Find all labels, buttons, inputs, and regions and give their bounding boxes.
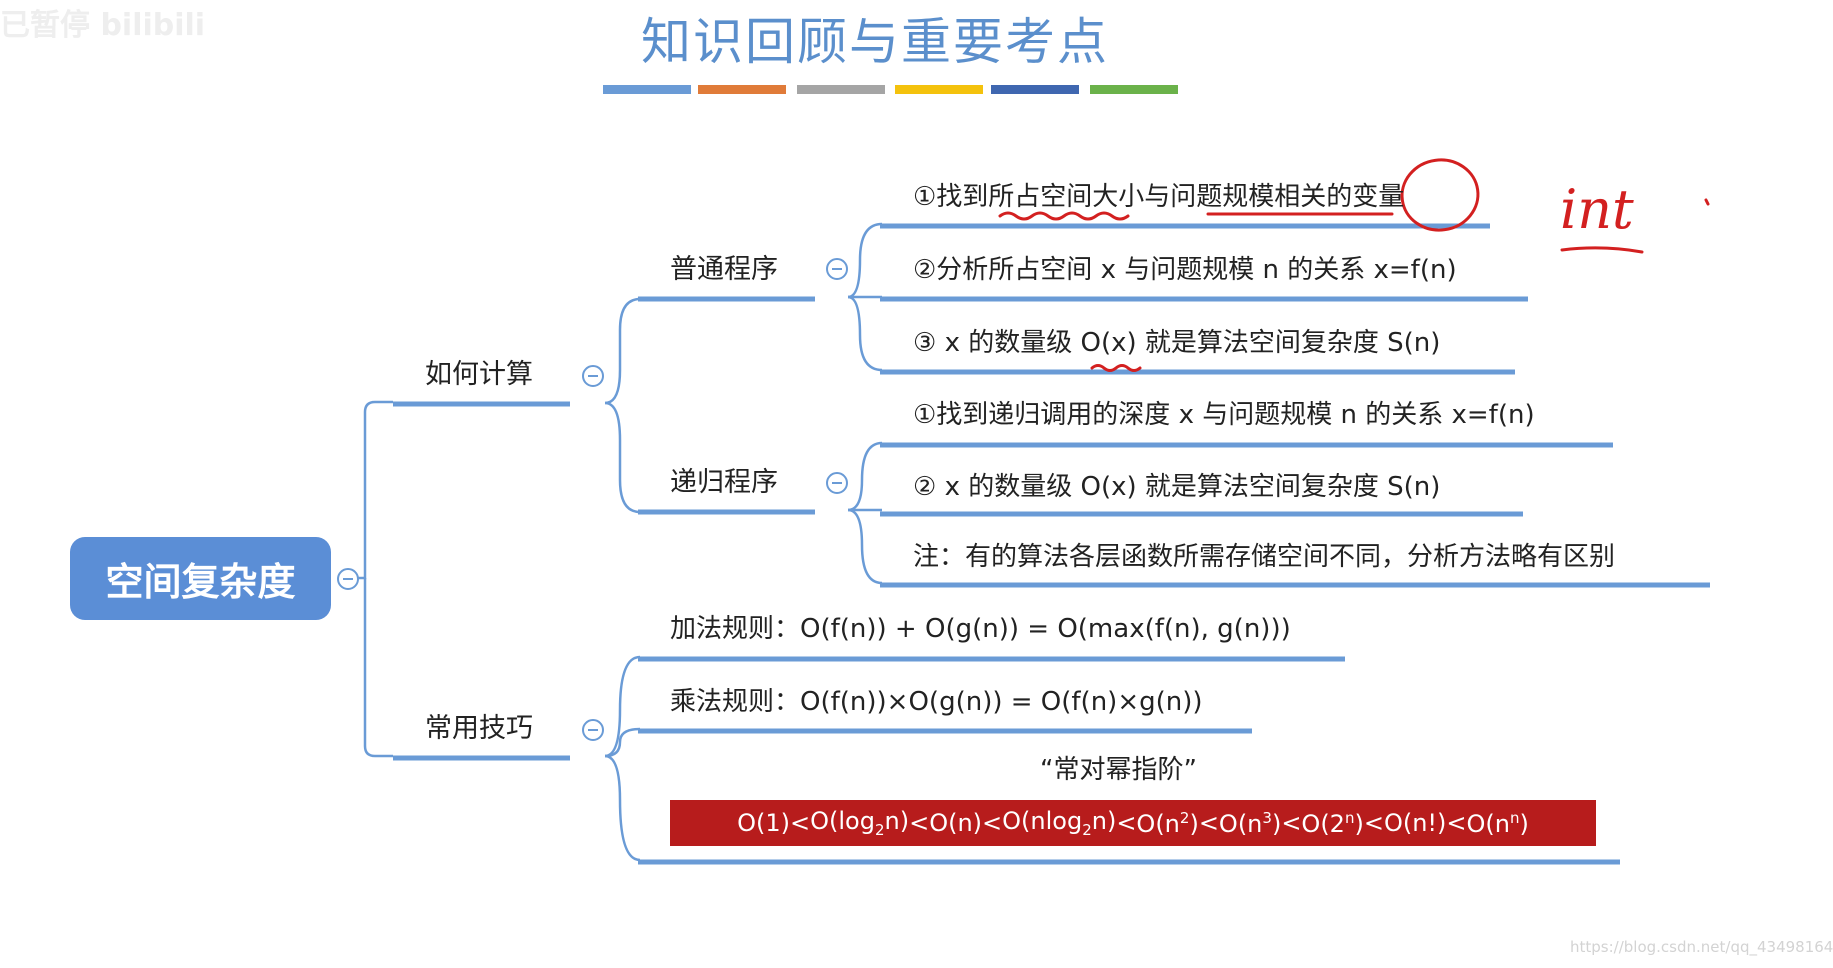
collapse-ordinary-icon[interactable] [826, 258, 848, 280]
blog-watermark: https://blog.csdn.net/qq_43498164 [1570, 938, 1833, 956]
circle-mark [1400, 158, 1480, 232]
order-n3: O(n3) [1219, 809, 1281, 838]
order-nlog: O(nlog2n) [1002, 807, 1116, 839]
node-tips[interactable]: 常用技巧 [425, 713, 533, 744]
connector-root-how [345, 400, 393, 580]
order-exp-sup: n [1344, 808, 1355, 827]
order-exp-close: ) [1354, 809, 1364, 838]
connector-tips-add [604, 655, 641, 758]
order-exp: O(2n) [1301, 809, 1363, 838]
root-node[interactable]: 空间复杂度 [70, 537, 331, 620]
order-lt-8: < [1446, 809, 1467, 837]
color-bar-blue [603, 85, 691, 94]
order-n3-close: ) [1271, 809, 1282, 838]
node-how-to-compute[interactable]: 如何计算 [425, 359, 533, 390]
order-nn-pre: O(n [1466, 809, 1510, 838]
order-lt-5: < [1198, 809, 1219, 837]
collapse-tips-icon[interactable] [582, 719, 604, 741]
handwritten-int-annotation: int [1560, 178, 1634, 241]
order-n2-sup: 2 [1179, 808, 1190, 827]
node-recursive-program[interactable]: 递归程序 [670, 467, 778, 498]
order-nn: O(nn) [1467, 809, 1529, 838]
connector-how-recursive [604, 401, 641, 514]
connector-how-ordinary [604, 297, 641, 405]
color-bar-gray [797, 85, 885, 94]
ordinary-step-2: ②分析所占空间 x 与问题规模 n 的关系 x=f(n) [913, 255, 1457, 285]
squiggle-underline-1 [998, 211, 1130, 221]
color-bar-orange [698, 85, 786, 94]
order-log-post: n) [884, 807, 910, 836]
order-exp-pre: O(2 [1301, 809, 1345, 838]
order-log-pre: O(log [810, 807, 875, 836]
connector-recursive-item3 [847, 508, 883, 585]
order-nlog-sub: 2 [1082, 820, 1092, 839]
collapse-how-icon[interactable] [582, 365, 604, 387]
recursive-note: 注：有的算法各层函数所需存储空间不同，分析方法略有区别 [913, 542, 1616, 572]
connector-root-tips [363, 578, 393, 758]
order-n2-pre: O(n [1136, 809, 1180, 838]
order-lt-4: < [1116, 809, 1137, 837]
color-bar-yellow [895, 85, 983, 94]
order-log: O(log2n) [810, 807, 909, 839]
recursive-step-2: ② x 的数量级 O(x) 就是算法空间复杂度 S(n) [913, 472, 1441, 502]
order-n3-sup: 3 [1262, 808, 1272, 827]
video-corner-mark: 已暂停 bilibili [0, 8, 206, 43]
order-nlog-post: n) [1091, 807, 1117, 836]
ink-dot [1704, 198, 1710, 206]
recursive-step-1: ①找到递归调用的深度 x 与问题规模 n 的关系 x=f(n) [913, 400, 1535, 430]
order-lt-6: < [1281, 809, 1302, 837]
ordinary-step-3: ③ x 的数量级 O(x) 就是算法空间复杂度 S(n) [913, 328, 1441, 358]
connector-ordinary-item1 [847, 222, 883, 299]
connector-tips-order [604, 754, 641, 862]
order-fact: O(n!) [1383, 809, 1447, 837]
order-nn-sup: n [1509, 808, 1520, 827]
connector-ordinary-item3 [847, 295, 883, 372]
order-nlog-pre: O(nlog [1002, 807, 1083, 836]
order-n2: O(n2) [1136, 809, 1198, 838]
int-underline [1560, 246, 1644, 254]
order-lt-1: < [790, 809, 811, 837]
ordinary-step-1: ①找到所占空间大小与问题规模相关的变量 [913, 182, 1405, 212]
order-o1: O(1) [737, 809, 790, 837]
order-log-sub: 2 [874, 820, 885, 839]
page-title: 知识回顾与重要考点 [641, 13, 1109, 71]
order-n3-pre: O(n [1218, 809, 1263, 838]
collapse-recursive-icon[interactable] [826, 472, 848, 494]
squiggle-underline-3 [1090, 364, 1142, 372]
complexity-order-banner: O(1) < O(log2n) < O(n) < O(nlog2n) < O(n… [670, 800, 1596, 846]
order-lt-2: < [909, 809, 930, 837]
order-nn-close: ) [1519, 809, 1529, 838]
addition-rule: 加法规则：O(f(n)) + O(g(n)) = O(max(f(n), g(n… [670, 614, 1291, 644]
collapse-root-icon[interactable] [337, 568, 359, 590]
order-on: O(n) [929, 809, 983, 837]
color-bar-green [1090, 85, 1178, 94]
color-bar-darkblue [991, 85, 1079, 94]
connector-recursive-item1 [847, 441, 883, 512]
order-n2-close: ) [1189, 809, 1199, 838]
mnemonic-text: “常对幂指阶” [1040, 755, 1197, 785]
node-ordinary-program[interactable]: 普通程序 [670, 254, 778, 285]
connector-tips-mul [604, 727, 641, 758]
order-lt-7: < [1363, 809, 1384, 837]
order-lt-3: < [982, 809, 1003, 837]
multiplication-rule: 乘法规则：O(f(n))×O(g(n)) = O(f(n)×g(n)) [670, 687, 1203, 717]
